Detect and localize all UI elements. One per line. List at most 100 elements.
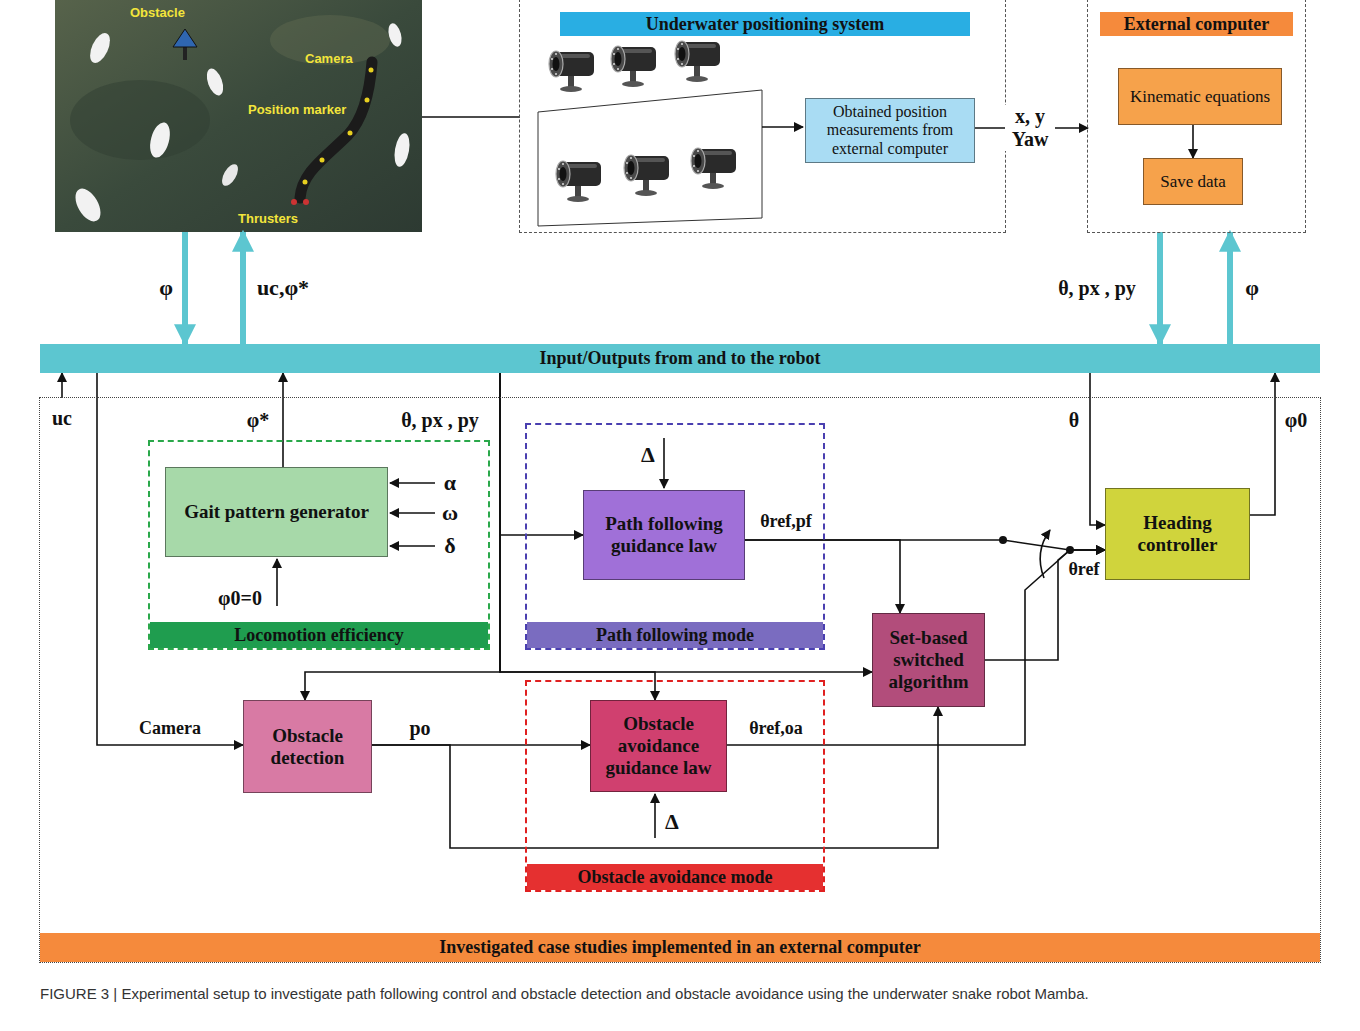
process-box: Heading controller <box>1105 488 1250 580</box>
mode-group: Locomotion efficiency Gait pattern genera… <box>150 442 488 648</box>
signal-label: φ0=0 <box>216 587 264 610</box>
signal-label: θref <box>1066 559 1101 580</box>
pool-photo <box>320 158 325 163</box>
camera-array <box>538 90 762 226</box>
switch-symbol <box>1040 530 1050 578</box>
signal-label: Camera <box>137 718 203 739</box>
pool-photo <box>70 184 105 225</box>
signal-label: ω <box>440 500 460 525</box>
camera-array <box>611 46 656 87</box>
camera-array <box>762 126 803 128</box>
switch-symbol <box>999 530 1074 578</box>
connector <box>372 707 938 848</box>
header-band: Path following mode <box>527 622 823 648</box>
signal-label: α <box>442 470 458 495</box>
camera-array <box>556 161 601 202</box>
connector <box>745 540 1105 550</box>
connector <box>61 373 63 398</box>
signal-label: φ <box>157 275 175 300</box>
signal-label: uc <box>50 407 74 430</box>
callout-label: Thrusters <box>238 212 298 225</box>
header-band: External computer <box>1100 12 1293 36</box>
signal-label: po <box>407 717 432 740</box>
system-panel: External computerKinematic equationsSave… <box>1088 0 1305 232</box>
input-arrows <box>390 512 435 514</box>
input-arrows <box>654 794 656 838</box>
process-box: Path following guidance law <box>583 490 745 580</box>
box-text: Path following guidance law <box>589 513 739 557</box>
mode-group: Obstacle avoidance modeObstacle avoidanc… <box>527 682 823 890</box>
pool-photo <box>365 98 370 103</box>
header-band: Underwater positioning system <box>560 12 970 36</box>
signal-label: x, y Yaw <box>1005 105 1055 151</box>
input-arrows <box>663 438 665 488</box>
connector <box>985 550 1105 660</box>
process-box: Set-based switched algorithm <box>872 613 985 707</box>
box-text: Gait pattern generator <box>184 501 369 523</box>
pool-photo <box>173 29 197 47</box>
pool-photo <box>386 22 404 48</box>
bar-title: Input/Outputs from and to the robot <box>40 344 1320 373</box>
connector <box>1157 232 1163 344</box>
connector <box>422 116 520 118</box>
box-text: Kinematic equations <box>1130 87 1270 107</box>
pool-photo <box>147 120 174 159</box>
input-arrows <box>390 545 435 547</box>
signal-label: Δ <box>663 809 681 834</box>
pool-photo <box>303 199 309 205</box>
process-box: Obstacle avoidance guidance law <box>590 700 727 792</box>
mode-group: Path following mode Path following guidan… <box>527 425 823 648</box>
pool-photo <box>55 0 422 232</box>
box-text: Save data <box>1160 172 1226 192</box>
pool-photo <box>219 162 241 189</box>
camera-array <box>624 155 669 196</box>
process-box: Kinematic equations <box>1118 68 1282 125</box>
pool-photo <box>369 68 374 73</box>
signal-label: Δ <box>639 442 657 467</box>
header-band: Investigated case studies implemented in… <box>40 933 1320 962</box>
signal-label: φ* <box>245 409 271 432</box>
connector <box>240 232 246 344</box>
signal-label: θ, px , py <box>399 409 481 432</box>
camera-array <box>549 51 594 92</box>
callout-label: Obstacle <box>130 6 185 19</box>
callout-label: Camera <box>305 52 353 65</box>
robot-photo: ObstacleCameraPosition markerThrusters <box>55 0 422 232</box>
arrowhead-marker <box>62 117 1275 848</box>
signal-label: δ <box>442 533 457 558</box>
signal-label: θ <box>1067 409 1081 432</box>
case-study-frame: Investigated case studies implemented in… <box>40 398 1320 962</box>
header-band: Locomotion efficiency <box>150 622 488 648</box>
process-box: Gait pattern generator <box>165 467 388 557</box>
connector <box>1090 373 1105 525</box>
connector <box>1250 373 1275 515</box>
camera-array <box>538 41 803 226</box>
signal-label: φ0 <box>1283 409 1309 432</box>
connector <box>500 373 872 672</box>
pool-photo <box>55 0 422 232</box>
connector <box>1192 125 1194 158</box>
process-box: Obstacle detection <box>243 700 372 793</box>
pool-photo <box>348 131 353 136</box>
box-text: Obtained position measurements from exte… <box>811 103 969 158</box>
pool-photo <box>86 30 114 66</box>
callout-label: Position marker <box>248 103 346 116</box>
pool-photo <box>183 46 187 60</box>
figure-caption: FIGURE 3 | Experimental setup to investi… <box>40 984 1320 1004</box>
box-text: Obstacle avoidance guidance law <box>596 713 721 779</box>
connector <box>1227 232 1233 344</box>
pool-photo <box>70 80 210 160</box>
connector <box>97 373 243 745</box>
box-text: Obstacle detection <box>249 725 366 769</box>
connector <box>182 232 188 344</box>
pool-photo <box>291 199 297 205</box>
camera-array <box>691 148 736 189</box>
signal-label: θref,pf <box>758 511 814 532</box>
camera-array <box>675 41 720 82</box>
process-box: Save data <box>1143 158 1243 205</box>
signal-label: φ <box>1243 275 1261 300</box>
pool-photo <box>204 66 227 97</box>
signal-label: θref,oa <box>747 718 805 739</box>
connector <box>282 373 284 467</box>
pool-photo <box>392 132 412 168</box>
